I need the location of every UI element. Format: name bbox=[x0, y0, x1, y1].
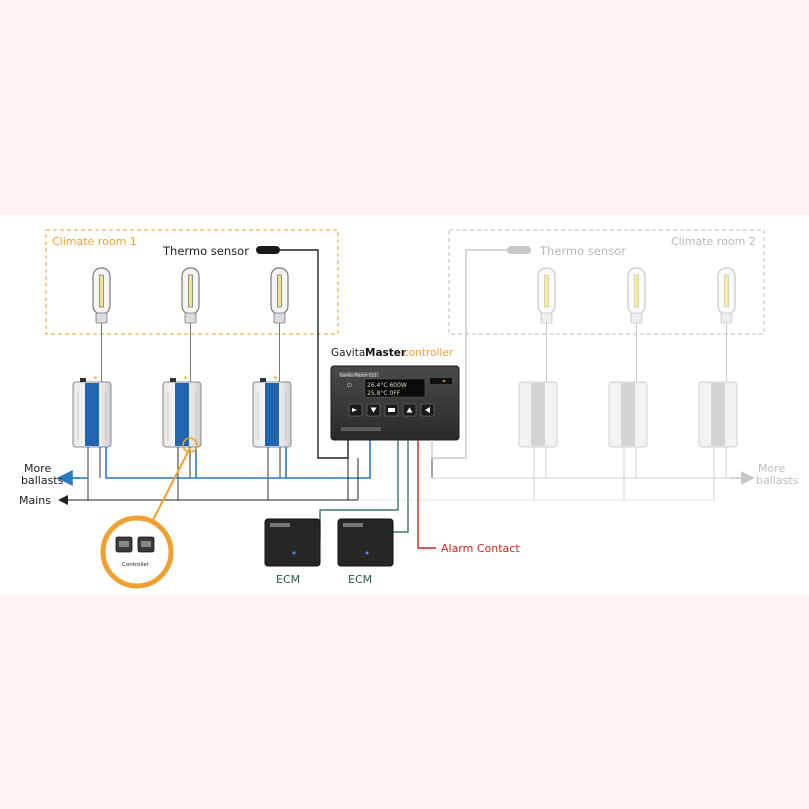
room2-ballast-1 bbox=[518, 381, 558, 448]
master-controller: Gavita Master EL2 26.4°C 600W 25.8°C 0FF… bbox=[330, 365, 460, 441]
room1-thermo-sensor bbox=[256, 246, 280, 254]
more-ballasts-right-line2: ballasts bbox=[756, 474, 799, 487]
alarm-contact-line bbox=[417, 440, 436, 549]
ecm-link-2 bbox=[392, 440, 409, 533]
zoom-origin-ring bbox=[182, 437, 198, 453]
zoom-connector bbox=[151, 447, 191, 523]
svg-text:✳: ✳ bbox=[273, 375, 278, 382]
ecm-label-1: ECM bbox=[276, 573, 300, 586]
blue-control-link bbox=[60, 440, 371, 479]
room1-lamp-1 bbox=[92, 267, 111, 382]
ecm-unit-1 bbox=[264, 518, 321, 567]
room2-sensor-label: Thermo sensor bbox=[539, 244, 626, 258]
room1-sensor-cable bbox=[280, 249, 349, 459]
alarm-contact-label: Alarm Contact bbox=[441, 542, 520, 555]
controller-display bbox=[364, 378, 426, 398]
room1-boundary bbox=[45, 229, 339, 335]
room2-thermo-sensor bbox=[507, 246, 531, 254]
ecm-unit-2 bbox=[337, 518, 394, 567]
room2-lamp-1 bbox=[537, 267, 556, 382]
room1-sensor-label: Thermo sensor bbox=[162, 244, 249, 258]
svg-text:⏻: ⏻ bbox=[347, 382, 352, 389]
room1-ballast-wires bbox=[87, 447, 281, 500]
display-line-1: 26.4°C 600W bbox=[367, 382, 407, 389]
mains-label: Mains bbox=[19, 494, 51, 507]
room1-lamp-2 bbox=[181, 267, 200, 382]
room2-title: Climate room 2 bbox=[671, 235, 756, 248]
room1-title: Climate room 1 bbox=[52, 235, 137, 248]
room2-lamp-2 bbox=[627, 267, 646, 382]
controller-buttons bbox=[348, 403, 435, 417]
ecm-label-2: ECM bbox=[348, 573, 372, 586]
room2-wires bbox=[432, 447, 745, 500]
zoom-detail-label: Controller bbox=[122, 562, 150, 568]
svg-text:✳: ✳ bbox=[93, 375, 98, 382]
more-ballasts-right-line1: More bbox=[758, 462, 786, 475]
room1-ballast-2: ✳ bbox=[162, 375, 202, 448]
room2-ballast-2 bbox=[608, 381, 648, 448]
room1-ballast-3: ✳ bbox=[252, 375, 292, 448]
room2-lamp-3 bbox=[717, 267, 736, 382]
room2-boundary bbox=[448, 229, 765, 335]
more-ballasts-left-line2: ballasts bbox=[21, 474, 64, 487]
room1-lamp-3 bbox=[270, 267, 289, 382]
room1-ballast-1: ✳ bbox=[72, 375, 112, 448]
room2-ballast-3 bbox=[698, 381, 738, 448]
controller-title-bold: Master bbox=[365, 347, 407, 359]
controller-connector-zoom: Controller bbox=[100, 515, 174, 589]
controller-device-label: Gavita Master EL2 bbox=[340, 373, 377, 378]
room2-sensor-cable bbox=[431, 249, 507, 459]
svg-text:✳: ✳ bbox=[183, 375, 188, 382]
more-ballasts-left-line1: More bbox=[24, 462, 52, 475]
controller-title-suffix: controller bbox=[403, 347, 454, 359]
controller-title-prefix: Gavita bbox=[331, 347, 365, 359]
display-line-2: 25.8°C 0FF bbox=[367, 390, 401, 397]
